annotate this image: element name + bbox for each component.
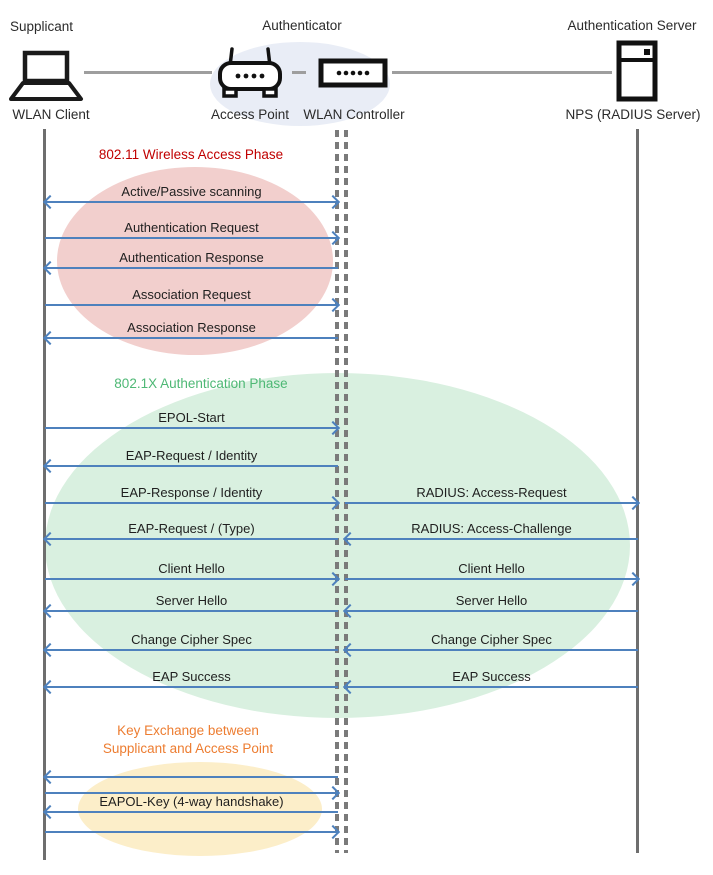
message-arrow <box>45 495 341 511</box>
message-label: Change Cipher Spec <box>131 632 252 647</box>
message-arrow <box>342 679 638 695</box>
message-arrow <box>45 571 341 587</box>
message-arrow <box>345 495 641 511</box>
message-arrow <box>42 679 338 695</box>
message-arrow <box>42 458 338 474</box>
phase2-title: 802.1X Authentication Phase <box>114 376 288 391</box>
message-arrow <box>45 824 341 840</box>
lifeline-supplicant <box>43 129 46 860</box>
message-label: EAPOL-Key (4-way handshake) <box>99 794 284 809</box>
lifeline-controller-b <box>344 130 348 853</box>
device-nps-radius-server: NPS (RADIUS Server) <box>565 107 701 122</box>
phase1-title: 802.11 Wireless Access Phase <box>98 147 284 162</box>
message-label: Association Request <box>132 287 251 302</box>
message-arrow <box>345 571 641 587</box>
message-arrow <box>342 531 638 547</box>
message-label: EAP-Request / (Type) <box>128 521 255 536</box>
message-arrow <box>342 642 638 658</box>
message-label: Server Hello <box>455 593 528 608</box>
message-arrow <box>42 804 338 820</box>
laptop-icon <box>9 50 83 101</box>
message-label: EAP-Request / Identity <box>125 448 258 463</box>
message-arrow <box>42 769 338 785</box>
message-label: EAP Success <box>452 669 531 684</box>
wlan-controller-icon <box>318 58 388 88</box>
message-label: Association Response <box>127 320 256 335</box>
message-arrow <box>45 785 341 801</box>
link-ap-controller <box>292 71 306 74</box>
message-label: Client Hello <box>458 561 525 576</box>
message-label: Authentication Response <box>119 250 264 265</box>
access-point-icon <box>218 47 282 98</box>
message-label: Server Hello <box>155 593 228 608</box>
message-label: EAP-Response / Identity <box>120 485 263 500</box>
message-arrow <box>45 230 341 246</box>
link-controller-server <box>392 71 612 74</box>
message-arrow <box>42 194 341 210</box>
device-wlan-controller: WLAN Controller <box>303 107 405 122</box>
phase3-title-line1: Key Exchange between <box>117 723 259 738</box>
message-label: EAP Success <box>152 669 231 684</box>
role-supplicant: Supplicant <box>10 19 74 34</box>
phase3-title-line2: Supplicant and Access Point <box>102 741 274 756</box>
link-client-ap <box>84 71 212 74</box>
message-label: Change Cipher Spec <box>431 632 552 647</box>
role-authentication-server: Authentication Server <box>567 18 697 33</box>
device-wlan-client: WLAN Client <box>12 107 90 122</box>
lifeline-controller-a <box>335 130 339 853</box>
phase3-title: Key Exchange between Supplicant and Acce… <box>45 722 331 758</box>
message-label: RADIUS: Access-Request <box>416 485 567 500</box>
message-arrow <box>42 330 338 346</box>
message-label: Active/Passive scanning <box>121 184 262 199</box>
message-arrow <box>42 531 338 547</box>
message-label: Authentication Request <box>124 220 259 235</box>
message-label: EPOL-Start <box>158 410 225 425</box>
message-label: RADIUS: Access-Challenge <box>411 521 572 536</box>
lifeline-server <box>636 129 639 853</box>
device-access-point: Access Point <box>210 107 290 122</box>
message-arrow <box>45 420 341 436</box>
phase1-ellipse <box>57 167 333 355</box>
message-arrow <box>42 260 338 276</box>
message-arrow <box>45 297 341 313</box>
role-authenticator: Authenticator <box>262 18 342 33</box>
message-arrow <box>42 642 338 658</box>
server-icon <box>616 40 658 102</box>
message-arrow <box>42 603 338 619</box>
message-arrow <box>342 603 638 619</box>
message-label: Client Hello <box>158 561 225 576</box>
